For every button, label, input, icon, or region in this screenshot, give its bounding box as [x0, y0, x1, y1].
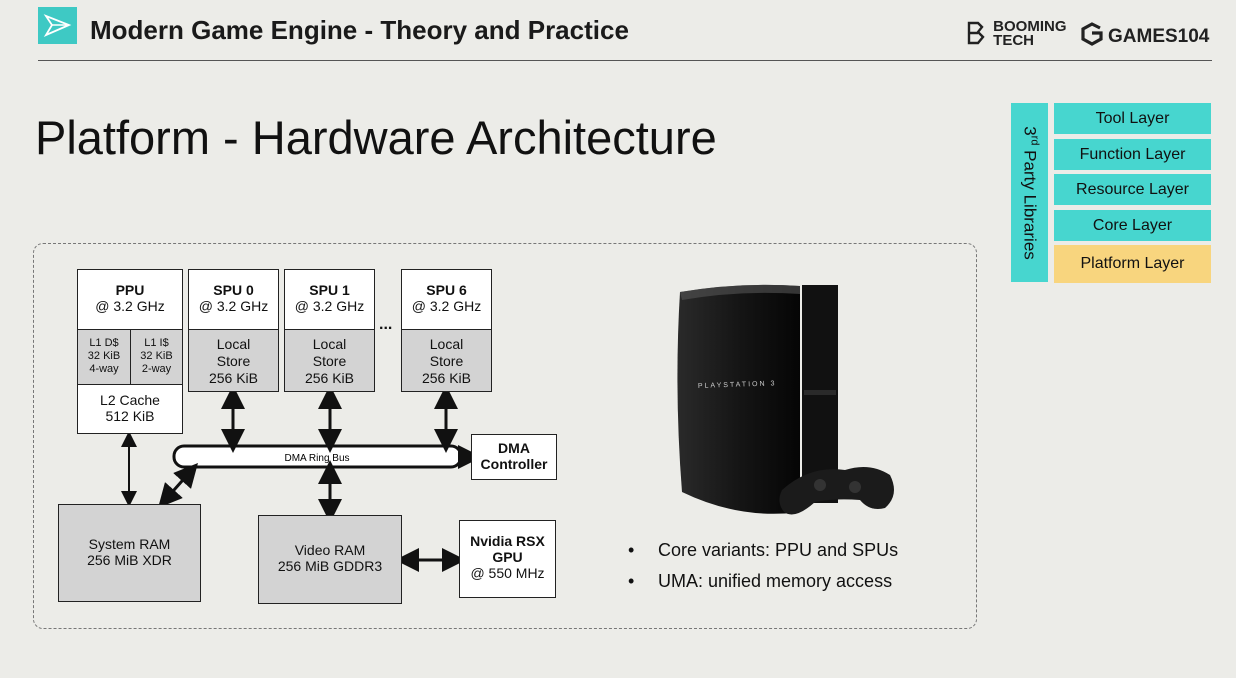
spu1-store-1: Local: [312, 336, 347, 352]
spu0-store-3: 256 KiB: [208, 370, 259, 386]
header-divider: [38, 60, 1212, 61]
dma-label-1: DMA: [498, 440, 530, 456]
brand-line-2: TECH: [993, 32, 1035, 49]
spu0-name: SPU 0: [213, 282, 254, 298]
games104-text: GAMES104: [1108, 26, 1210, 47]
vram-size: 256 MiB GDDR3: [277, 558, 383, 574]
spu6-clock: @ 3.2 GHz: [411, 298, 482, 314]
l1-data-cache: L1 D$ 32 KiB 4-way: [77, 329, 131, 385]
spu1-store-2: Store: [312, 353, 347, 369]
vram-label: Video RAM: [294, 542, 366, 558]
l1-instruction-cache: L1 I$ 32 KiB 2-way: [130, 329, 183, 385]
bullet-core-variants: Core variants: PPU and SPUs: [658, 540, 899, 560]
gpu-type: GPU: [492, 549, 523, 565]
tool-layer: Tool Layer: [1054, 103, 1211, 134]
spu0-store-2: Store: [216, 353, 251, 369]
function-layer: Function Layer: [1054, 139, 1211, 170]
l2-label: L2 Cache: [100, 392, 160, 408]
games104-g-icon: [1081, 22, 1103, 46]
l1i-assoc: 2-way: [141, 363, 172, 375]
core-layer: Core Layer: [1054, 210, 1211, 241]
gpu-box: Nvidia RSX GPU @ 550 MHz: [459, 520, 556, 598]
platform-layer: Platform Layer: [1054, 245, 1211, 283]
bullet-list: •Core variants: PPU and SPUs •UMA: unifi…: [628, 540, 898, 602]
spu1-name: SPU 1: [309, 282, 350, 298]
paper-plane-icon: [43, 14, 72, 37]
gpu-clock: @ 550 MHz: [470, 565, 545, 581]
spu1-local-store: Local Store 256 KiB: [284, 329, 375, 392]
bus-sysram-arrow: [158, 463, 198, 508]
course-title: Modern Game Engine - Theory and Practice: [90, 15, 629, 45]
controller-shape: [779, 466, 894, 515]
l2-cache-box: L2 Cache 512 KiB: [77, 384, 183, 434]
third-party-libraries-bar: 3rd Party Libraries: [1011, 103, 1048, 282]
spu1-box: SPU 1 @ 3.2 GHz: [284, 269, 375, 330]
spu0-clock: @ 3.2 GHz: [198, 298, 269, 314]
gpu-name: Nvidia RSX: [470, 533, 545, 549]
spu0-box: SPU 0 @ 3.2 GHz: [188, 269, 279, 330]
ppu-clock: @ 3.2 GHz: [95, 298, 165, 314]
slide-title: Platform - Hardware Architecture: [35, 111, 717, 164]
dma-label-2: Controller: [480, 456, 548, 472]
l1i-label: L1 I$: [144, 337, 169, 349]
brand-line-1: BOOMING: [993, 18, 1067, 35]
spu0-local-store: Local Store 256 KiB: [188, 329, 279, 392]
video-ram-box: Video RAM 256 MiB GDDR3: [258, 515, 402, 604]
ps3-console-image: PLAYSTATION 3: [677, 284, 894, 515]
l1i-size: 32 KiB: [140, 350, 173, 362]
spu1-store-3: 256 KiB: [304, 370, 355, 386]
spu-ellipsis: ...: [379, 316, 393, 333]
ppu-box: PPU @ 3.2 GHz: [77, 269, 183, 330]
diagram-frame: [33, 243, 977, 629]
l1d-size: 32 KiB: [87, 350, 121, 362]
system-ram-box: System RAM 256 MiB XDR: [58, 504, 201, 602]
booming-tech-logo: BOOMING TECH: [966, 18, 1067, 49]
ppu-name: PPU: [115, 282, 145, 298]
spu6-store-2: Store: [429, 353, 464, 369]
spu6-name: SPU 6: [426, 282, 467, 298]
spu1-clock: @ 3.2 GHz: [294, 298, 365, 314]
sysram-size: 256 MiB XDR: [87, 552, 172, 568]
dma-ring-bus-label: DMA Ring Bus: [284, 453, 349, 464]
spu6-store-1: Local: [429, 336, 464, 352]
course-logo: [38, 7, 77, 44]
resource-layer: Resource Layer: [1054, 174, 1211, 205]
bullet-uma: UMA: unified memory access: [658, 571, 893, 591]
spu6-box: SPU 6 @ 3.2 GHz: [401, 269, 492, 330]
spu0-store-1: Local: [216, 336, 251, 352]
games104-logo: GAMES104: [1080, 22, 1209, 48]
bullet-item: •UMA: unified memory access: [628, 571, 893, 591]
l1d-assoc: 4-way: [89, 363, 119, 375]
sysram-label: System RAM: [88, 536, 171, 552]
spu6-store-3: 256 KiB: [421, 370, 472, 386]
booming-b-icon: [967, 21, 985, 45]
spu6-local-store: Local Store 256 KiB: [401, 329, 492, 392]
bullet-item: •Core variants: PPU and SPUs: [628, 540, 899, 560]
l2-size: 512 KiB: [105, 408, 155, 424]
dma-controller-box: DMA Controller: [471, 434, 557, 480]
l1d-label: L1 D$: [89, 337, 119, 349]
console-brand-text: PLAYSTATION 3: [698, 380, 777, 390]
